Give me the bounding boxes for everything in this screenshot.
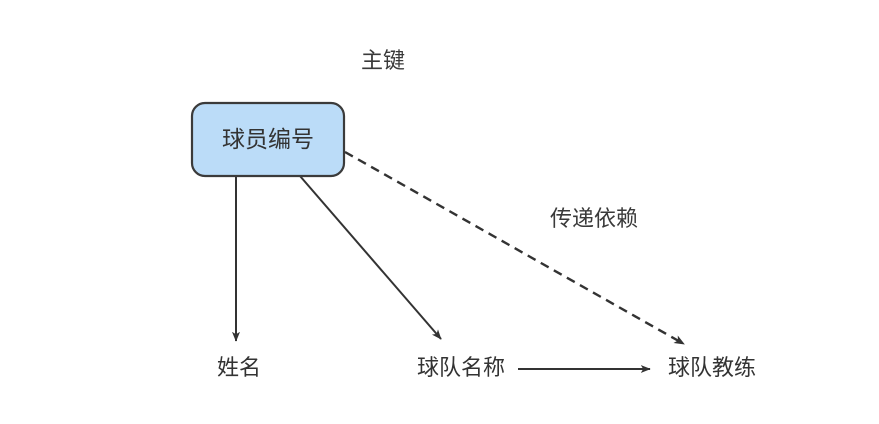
edge-playerid-to-teamcoach-transitive xyxy=(344,150,685,346)
primary-key-node-box xyxy=(190,101,346,178)
primary-key-title-label: 主键 xyxy=(361,48,405,73)
primary-key-node-label: 球员编号 xyxy=(222,126,314,152)
primary-key-node[interactable]: 球员编号 xyxy=(190,101,346,178)
edge-playerid-to-teamname xyxy=(299,175,442,340)
attribute-node-team-coach[interactable]: 球队教练 xyxy=(668,355,756,380)
attribute-node-name[interactable]: 姓名 xyxy=(217,355,261,380)
attribute-node-team-name[interactable]: 球队名称 xyxy=(417,355,505,380)
transitive-dependency-label: 传递依赖 xyxy=(550,206,638,231)
